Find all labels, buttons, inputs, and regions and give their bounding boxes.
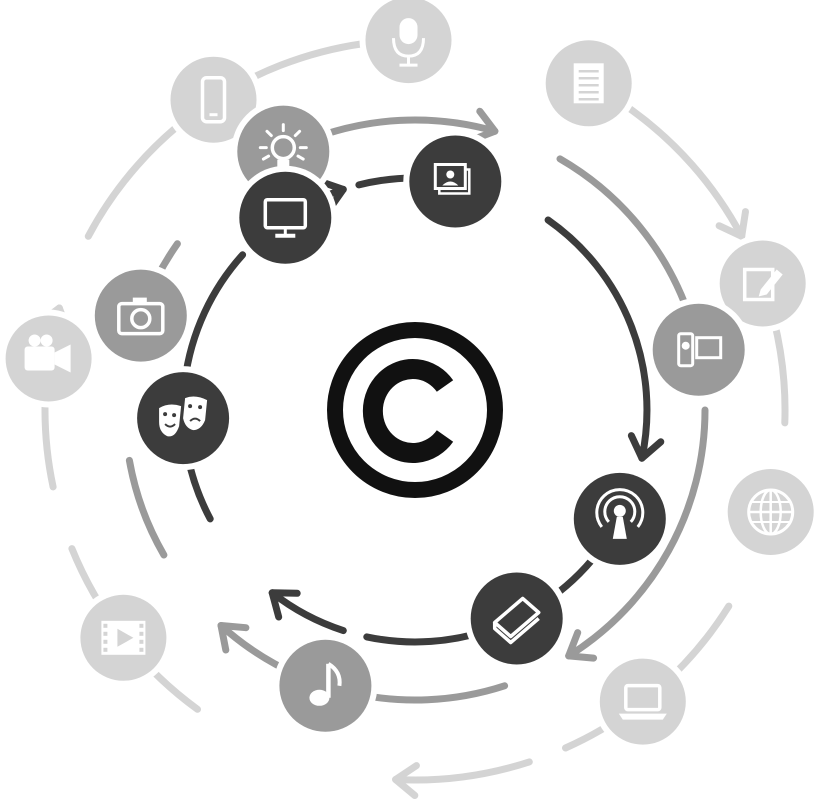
music-note-icon <box>309 662 342 706</box>
inner-ring-arc <box>268 589 347 635</box>
laptop-icon <box>618 683 667 720</box>
node-disc <box>279 639 372 732</box>
camcorder-icon <box>677 332 723 368</box>
copyright-icon <box>327 322 503 498</box>
lightbulb-icon <box>258 123 308 169</box>
node-disc <box>719 240 806 327</box>
outer-ring-node <box>359 0 458 90</box>
notepad-pen-icon <box>742 267 783 302</box>
monitor-icon <box>263 197 308 238</box>
inner-ring-node <box>464 566 569 671</box>
film-strip-icon <box>101 620 146 655</box>
middle-ring-node <box>88 263 193 368</box>
outer-ring-arc <box>623 103 746 240</box>
outer-ring-arc <box>770 317 789 427</box>
middle-ring-node <box>646 297 751 402</box>
outer-ring-node <box>721 463 820 561</box>
inner-ring-node <box>567 466 672 571</box>
outer-ring-arrowhead <box>715 208 749 240</box>
inner-ring-arc <box>544 216 651 462</box>
inner-ring-arrowhead <box>268 589 301 621</box>
outer-ring-node <box>593 652 692 751</box>
microphone-icon <box>392 18 425 67</box>
node-disc <box>239 171 332 264</box>
globe-icon <box>747 488 795 536</box>
middle-ring-arrowhead <box>565 629 598 662</box>
outer-ring-node <box>539 34 638 133</box>
outer-ring-node <box>164 50 263 149</box>
outer-ring-node <box>713 234 812 333</box>
node-disc <box>170 56 257 143</box>
inner-ring-node <box>233 165 338 270</box>
outer-ring-node <box>0 309 98 408</box>
node-disc <box>470 572 563 665</box>
camera-icon <box>117 297 165 336</box>
outer-ring-arrowhead <box>392 762 420 799</box>
smartphone-icon <box>200 75 227 124</box>
node-disc <box>94 269 187 362</box>
outer-ring-node <box>74 588 173 687</box>
photo-stack-icon <box>433 163 471 195</box>
outer-ring-arc <box>392 758 533 784</box>
podcast-icon <box>595 488 645 539</box>
middle-ring-node <box>273 633 378 738</box>
theater-masks-icon <box>159 396 208 437</box>
video-camera-icon <box>24 334 71 373</box>
inner-ring-node <box>131 366 236 471</box>
middle-ring-arc <box>565 406 709 660</box>
node-disc <box>652 303 745 396</box>
inner-ring-arrowhead <box>627 432 665 462</box>
book-icon <box>492 596 541 645</box>
node-disc <box>599 658 686 745</box>
document-icon <box>573 63 604 104</box>
inner-ring-node <box>403 129 508 234</box>
middle-ring-arrowhead <box>217 622 250 654</box>
middle-ring-arc <box>556 155 695 324</box>
middle-ring-arc <box>125 456 168 559</box>
